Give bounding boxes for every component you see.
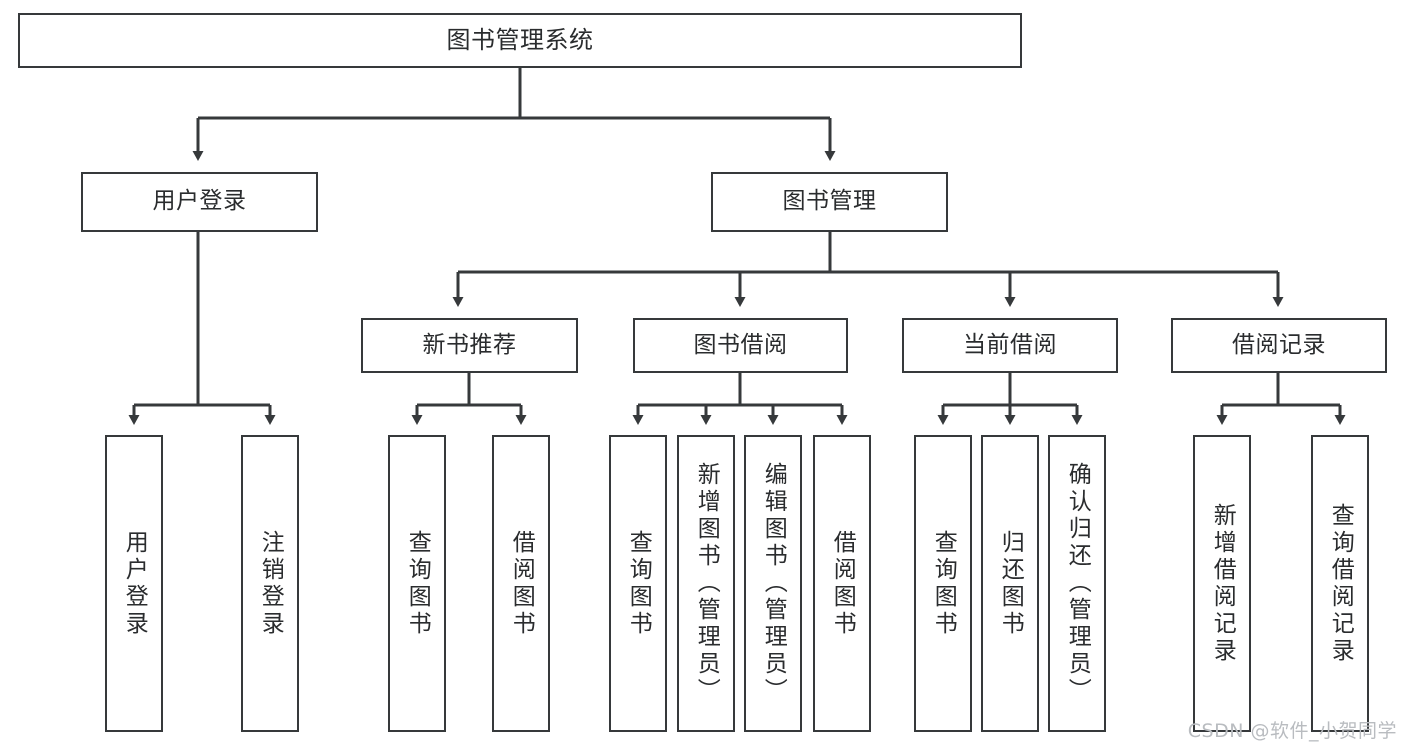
- node-root[interactable]: 图书管理系统: [18, 13, 1022, 68]
- node-leaf-query-book-b-label: 查询图书: [625, 529, 652, 638]
- node-leaf-confirm-return-admin-label: 确认归还（管理员）: [1064, 462, 1091, 705]
- node-user-login[interactable]: 用户登录: [81, 172, 318, 232]
- node-user-login-label: 用户登录: [152, 188, 247, 215]
- node-leaf-borrow-book-a-label: 借阅图书: [508, 529, 535, 638]
- node-leaf-query-book-a-label: 查询图书: [404, 529, 431, 638]
- node-leaf-add-book-admin[interactable]: 新增图书（管理员）: [677, 435, 735, 732]
- node-leaf-query-borrow-record[interactable]: 查询借阅记录: [1311, 435, 1369, 732]
- node-leaf-add-borrow-record[interactable]: 新增借阅记录: [1193, 435, 1251, 732]
- node-leaf-edit-book-admin[interactable]: 编辑图书（管理员）: [744, 435, 802, 732]
- node-leaf-return-book-label: 归还图书: [997, 529, 1024, 638]
- node-leaf-edit-book-admin-label: 编辑图书（管理员）: [760, 462, 787, 705]
- node-new-book-recommend[interactable]: 新书推荐: [361, 318, 578, 373]
- node-leaf-user-login-label: 用户登录: [121, 529, 148, 638]
- node-borrow-record[interactable]: 借阅记录: [1171, 318, 1387, 373]
- node-leaf-query-book-c[interactable]: 查询图书: [914, 435, 972, 732]
- node-leaf-borrow-book-b-label: 借阅图书: [829, 529, 856, 638]
- node-leaf-add-book-admin-label: 新增图书（管理员）: [693, 462, 720, 705]
- node-leaf-confirm-return-admin[interactable]: 确认归还（管理员）: [1048, 435, 1106, 732]
- node-leaf-borrow-book-a[interactable]: 借阅图书: [492, 435, 550, 732]
- node-book-borrow-label: 图书借阅: [693, 331, 788, 358]
- node-root-label: 图书管理系统: [446, 26, 594, 55]
- node-leaf-borrow-book-b[interactable]: 借阅图书: [813, 435, 871, 732]
- node-book-management[interactable]: 图书管理: [711, 172, 948, 232]
- node-leaf-logout-label: 注销登录: [257, 529, 284, 638]
- node-leaf-user-login[interactable]: 用户登录: [105, 435, 163, 732]
- node-new-book-recommend-label: 新书推荐: [422, 331, 517, 358]
- node-leaf-add-borrow-record-label: 新增借阅记录: [1209, 502, 1236, 665]
- node-borrow-record-label: 借阅记录: [1232, 331, 1326, 358]
- node-book-management-label: 图书管理: [782, 188, 877, 215]
- node-leaf-query-book-a[interactable]: 查询图书: [388, 435, 446, 732]
- node-leaf-query-book-c-label: 查询图书: [930, 529, 957, 638]
- node-current-borrow-label: 当前借阅: [963, 331, 1057, 358]
- node-current-borrow[interactable]: 当前借阅: [902, 318, 1118, 373]
- node-book-borrow[interactable]: 图书借阅: [633, 318, 848, 373]
- node-leaf-logout[interactable]: 注销登录: [241, 435, 299, 732]
- node-leaf-query-book-b[interactable]: 查询图书: [609, 435, 667, 732]
- node-leaf-return-book[interactable]: 归还图书: [981, 435, 1039, 732]
- node-leaf-query-borrow-record-label: 查询借阅记录: [1327, 502, 1354, 665]
